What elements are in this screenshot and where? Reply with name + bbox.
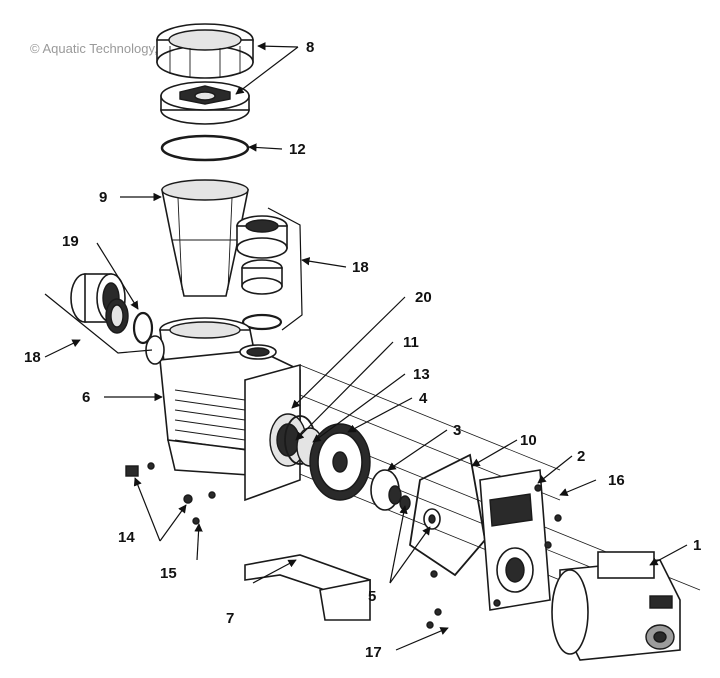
callout-14: 14 bbox=[118, 529, 135, 546]
callout-18-right: 18 bbox=[352, 259, 369, 276]
discharge-union-o-ring bbox=[241, 313, 283, 331]
callout-3: 3 bbox=[453, 422, 461, 439]
callout-17: 17 bbox=[365, 644, 382, 661]
shaft-seal bbox=[399, 495, 441, 530]
callout-4: 4 bbox=[419, 390, 428, 407]
impeller bbox=[370, 469, 402, 511]
callout-numbers: 8 12 9 19 18 18 20 11 6 13 4 3 10 2 16 1… bbox=[24, 39, 701, 661]
discharge-union-tailpiece bbox=[241, 259, 283, 295]
seal-plate-gasket bbox=[409, 453, 486, 577]
callout-8: 8 bbox=[306, 39, 314, 56]
suction-union-o-ring bbox=[132, 311, 154, 345]
callout-18-left: 18 bbox=[24, 349, 41, 366]
strainer-lid bbox=[160, 81, 250, 125]
fastener-hardware bbox=[426, 484, 562, 629]
motor-support-foot bbox=[244, 554, 371, 621]
callout-16: 16 bbox=[608, 472, 625, 489]
drain-plug-hardware bbox=[125, 462, 216, 525]
callout-6: 6 bbox=[82, 389, 90, 406]
callout-2: 2 bbox=[577, 448, 585, 465]
suction-union-tailpiece bbox=[105, 298, 129, 334]
seal-plate bbox=[479, 469, 551, 611]
copyright-text: © Aquatic Technology, Inc. bbox=[30, 41, 182, 56]
pump-housing bbox=[145, 317, 307, 502]
callout-15: 15 bbox=[160, 565, 177, 582]
callout-12: 12 bbox=[289, 141, 306, 158]
callout-13: 13 bbox=[413, 366, 430, 383]
callout-19: 19 bbox=[62, 233, 79, 250]
diffuser bbox=[309, 423, 371, 501]
callout-10: 10 bbox=[520, 432, 537, 449]
callout-1: 1 bbox=[693, 537, 701, 554]
motor bbox=[551, 551, 681, 661]
lid-lock-ring bbox=[156, 23, 254, 79]
callout-5: 5 bbox=[368, 588, 376, 605]
callout-11: 11 bbox=[403, 334, 419, 351]
lid-o-ring bbox=[160, 134, 250, 162]
callout-7: 7 bbox=[226, 610, 234, 627]
discharge-union-nut bbox=[236, 215, 288, 259]
callout-9: 9 bbox=[99, 189, 107, 206]
leader-lines bbox=[44, 41, 688, 651]
strainer-basket bbox=[161, 179, 249, 297]
callout-20: 20 bbox=[415, 289, 432, 306]
